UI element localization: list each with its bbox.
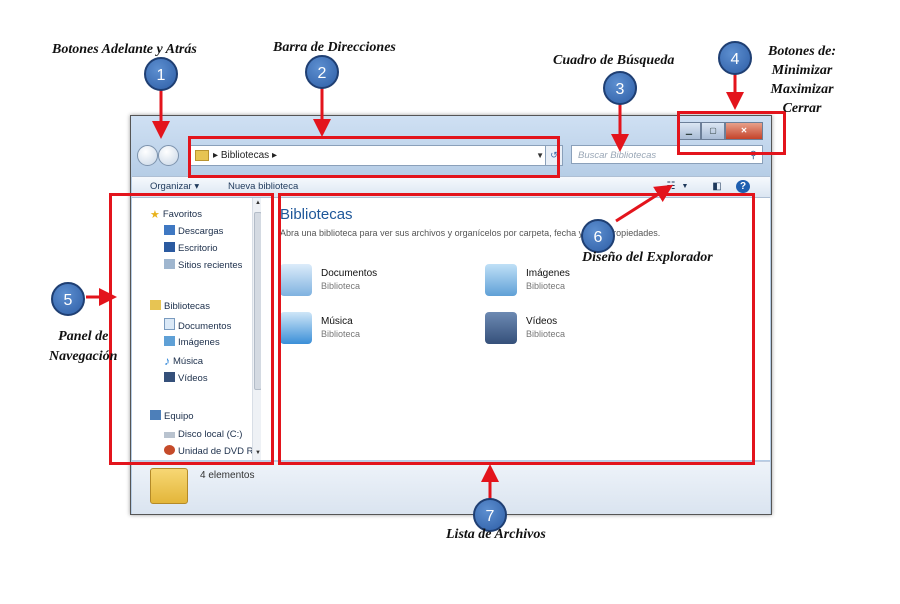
videos-icon [485, 312, 517, 344]
star-icon: ★ [150, 209, 160, 221]
file-list-highlight [278, 193, 755, 465]
command-bar: Organizar ▾ Nueva biblioteca ☷ ▼ ◧ ? [132, 176, 770, 198]
address-path: Bibliotecas [220, 150, 270, 161]
nav-item-disco-local[interactable]: Disco local (C:) [164, 428, 242, 442]
recent-places-icon [164, 259, 175, 269]
library-imagenes[interactable]: Imágenes Biblioteca [485, 262, 635, 302]
pictures-icon [164, 336, 175, 346]
search-icon[interactable]: ⚲ [749, 150, 757, 161]
nav-item-imagenes[interactable]: Imágenes [164, 336, 220, 350]
address-bar-highlight [188, 136, 560, 178]
nav-item-sitios-recientes[interactable]: Sitios recientes [164, 259, 242, 273]
callout-7: 7 [473, 498, 507, 532]
nav-item-documentos[interactable]: Documentos [164, 318, 231, 332]
callout-3: 3 [603, 71, 637, 105]
label-search-box: Cuadro de Búsqueda [553, 53, 675, 68]
folder-icon [195, 149, 209, 161]
music-icon: ♪ [164, 354, 170, 368]
desktop-icon [164, 242, 175, 252]
nav-item-dvd[interactable]: Unidad de DVD R [164, 445, 254, 459]
address-bar[interactable]: ▸ Bibliotecas ▸ ▼ ↺ [189, 145, 563, 166]
nav-item-escritorio[interactable]: Escritorio [164, 242, 218, 256]
callout-4: 4 [718, 41, 752, 75]
library-icon [150, 300, 161, 310]
label-address-bar: Barra de Direcciones [273, 40, 396, 55]
downloads-icon [164, 225, 175, 235]
maximize-button[interactable]: ▢ [701, 122, 725, 140]
nav-item-musica[interactable]: ♪Música [164, 354, 204, 368]
disk-icon [164, 432, 175, 438]
details-pane: 4 elementos [132, 461, 770, 514]
page-title: Bibliotecas [280, 206, 353, 223]
label-window-controls: Botones de: Minimizar Maximizar Cerrar [768, 44, 837, 116]
music-icon [280, 312, 312, 344]
item-count: 4 elementos [200, 470, 255, 481]
help-icon[interactable]: ? [736, 180, 750, 193]
computer-icon [150, 410, 161, 420]
explorer-window: ▸ Bibliotecas ▸ ▼ ↺ Buscar Bibliotecas ⚲… [130, 115, 772, 515]
documents-icon [164, 318, 175, 330]
nav-item-equipo[interactable]: Equipo [150, 410, 194, 424]
callout-2: 2 [305, 55, 339, 89]
search-placeholder: Buscar Bibliotecas [578, 150, 657, 161]
views-icon[interactable]: ☷ [666, 181, 676, 192]
dvd-icon [164, 445, 175, 455]
back-forward-buttons [137, 145, 179, 166]
close-button[interactable]: ✕ [725, 122, 763, 140]
callout-1: 1 [144, 57, 178, 91]
back-button[interactable] [137, 145, 158, 166]
forward-button[interactable] [158, 145, 179, 166]
library-folder-icon [150, 468, 188, 504]
pictures-icon [485, 264, 517, 296]
label-explorer-layout: Diseño del Explorador [582, 250, 713, 265]
window-controls-highlight [677, 111, 786, 155]
library-musica[interactable]: Música Biblioteca [280, 310, 430, 350]
library-videos[interactable]: Vídeos Biblioteca [485, 310, 635, 350]
scroll-up-icon[interactable]: ▲ [255, 200, 261, 206]
preview-pane-icon[interactable]: ◧ [712, 181, 722, 192]
label-file-list: Lista de Archivos [446, 527, 546, 542]
callout-6: 6 [581, 219, 615, 253]
navigation-pane: ★Favoritos Descargas Escritorio Sitios r… [132, 198, 263, 460]
nav-item-favoritos[interactable]: ★Favoritos [150, 209, 202, 221]
label-forward-back: Botones Adelante y Atrás [52, 42, 197, 57]
nav-item-descargas[interactable]: Descargas [164, 225, 223, 239]
label-navigation-pane: Panel de Navegación [49, 329, 118, 364]
organize-button[interactable]: Organizar ▾ [150, 181, 200, 192]
file-list: Bibliotecas Abra una biblioteca para ver… [261, 198, 770, 460]
navigation-pane-highlight [109, 193, 274, 465]
nav-item-videos[interactable]: Vídeos [164, 372, 208, 386]
scroll-down-icon[interactable]: ▼ [255, 450, 261, 456]
videos-icon [164, 372, 175, 382]
documents-icon [280, 264, 312, 296]
chevron-down-icon[interactable]: ▼ [681, 183, 689, 190]
page-subtitle: Abra una biblioteca para ver sus archivo… [280, 228, 661, 238]
chevron-down-icon[interactable]: ▼ [536, 151, 544, 160]
nav-item-bibliotecas[interactable]: Bibliotecas [150, 300, 210, 314]
new-library-button[interactable]: Nueva biblioteca [228, 181, 299, 192]
callout-5: 5 [51, 282, 85, 316]
library-documentos[interactable]: Documentos Biblioteca [280, 262, 430, 302]
